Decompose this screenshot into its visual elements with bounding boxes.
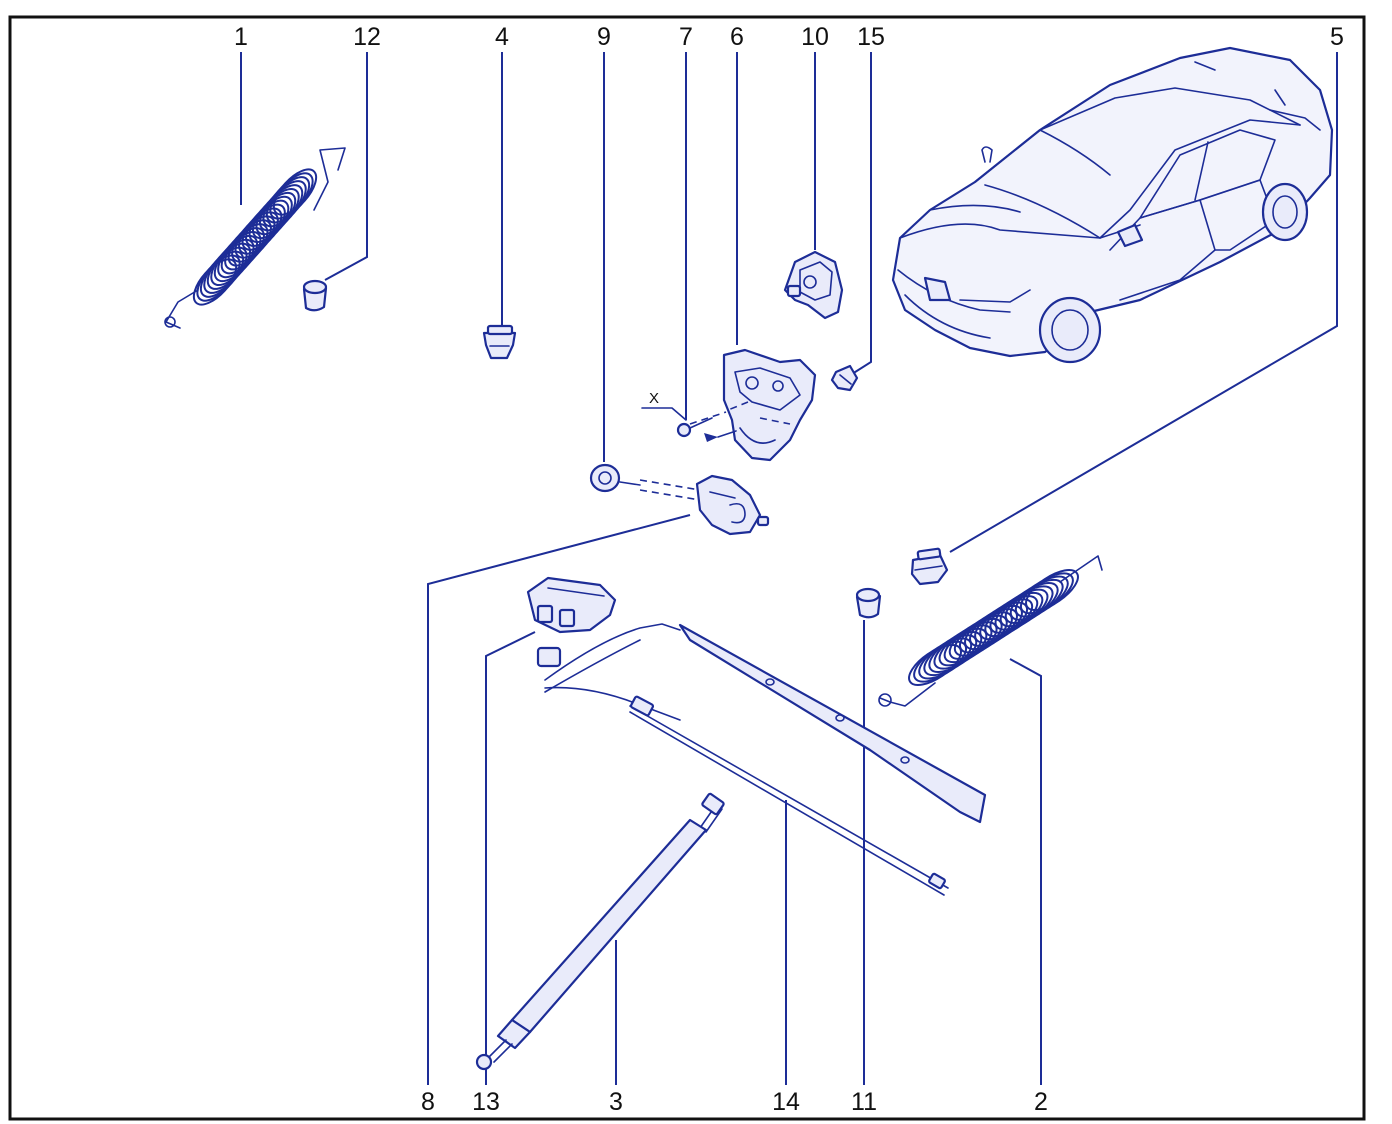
leader-13 [485, 631, 536, 1085]
part-13-connector-block [526, 576, 617, 634]
leader-15 [851, 52, 872, 375]
part-9-grommet [589, 463, 701, 501]
part-8-latch-cover [695, 474, 770, 536]
callout-14: 14 [772, 1088, 800, 1116]
part-6-tailgate-lock [722, 348, 817, 462]
callout-5: 5 [1330, 23, 1344, 51]
fastener-marker-x: X [649, 390, 659, 407]
callout-11: 11 [851, 1088, 877, 1116]
callout-3: 3 [609, 1088, 623, 1116]
callout-1: 1 [234, 23, 248, 51]
leader-12 [324, 52, 368, 281]
callout-13: 13 [472, 1088, 500, 1116]
diagram-border [8, 15, 1366, 1121]
leader-8 [427, 514, 691, 1085]
leader-2 [1009, 658, 1042, 1085]
callout-9: 9 [597, 23, 611, 51]
part-14-harness-and-cable [536, 623, 987, 896]
leader-lines [240, 52, 1338, 1085]
part-4-clip [482, 324, 517, 360]
part-3-gas-strut [475, 792, 725, 1071]
callout-8: 8 [421, 1088, 435, 1116]
part-7-screw: X [641, 390, 737, 442]
spring-coil-turn [272, 168, 318, 216]
callout-15: 15 [857, 23, 885, 51]
callout-10: 10 [801, 23, 829, 51]
part-1-tension-spring [164, 147, 346, 329]
part-15-small-clip [830, 364, 859, 392]
vehicle-locator-illustration [891, 46, 1334, 364]
callout-2: 2 [1034, 1088, 1048, 1116]
spring-coil-turn [1025, 569, 1079, 611]
callout-12: 12 [353, 23, 381, 51]
callout-7: 7 [679, 23, 693, 51]
part-5-clip [910, 547, 949, 586]
part-11-rubber-stop [855, 587, 882, 619]
callout-4: 4 [495, 23, 509, 51]
part-12-rubber-stop [302, 279, 328, 312]
part-10-lock-actuator [783, 250, 844, 320]
callout-6: 6 [730, 23, 744, 51]
part-2-tension-spring [878, 555, 1103, 707]
leader-5 [949, 52, 1338, 553]
